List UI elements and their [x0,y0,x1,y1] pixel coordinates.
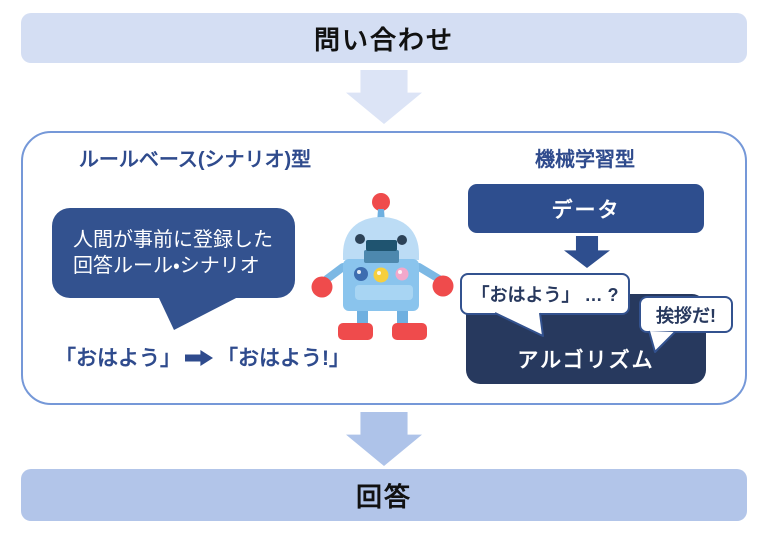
robot-right-eye [397,235,407,245]
robot-button-blue [354,267,368,281]
answer-banner: 回答 [21,469,747,521]
rule-based-bubble-tail [158,296,240,330]
rule-based-bubble-line1: 人間が事前に登録した [73,229,273,251]
question-bubble-label: 「おはよう」 … ? [471,285,619,305]
question-bubble-tail [494,312,544,337]
down-arrow-icon [346,412,422,466]
robot-button-yellow [373,267,389,283]
rule-example: 「おはよう」 「おはよう!」 [55,344,375,370]
algorithm-box-label: アルゴリズム [517,349,655,372]
data-box-label: データ [551,198,621,222]
robot-illustration [311,193,454,340]
machine-learning-heading: 機械学習型 [535,149,635,171]
rule-based-bubble: 人間が事前に登録した 回答ルール・シナリオ [52,208,295,298]
robot-right-leg [397,308,408,326]
robot-left-leg [357,308,368,326]
rule-example-input: 「おはよう」 [55,347,181,370]
robot-button-highlight [398,270,402,274]
rule-based-bubble-line2: 回答ルール・シナリオ [73,255,260,277]
robot-button-highlight [357,270,361,274]
inquiry-banner: 問い合わせ [21,13,747,63]
question-bubble: 「おはよう」 … ? [460,273,630,315]
rule-based-heading: ルールベース(シナリオ)型 [78,149,312,171]
data-box: データ [468,184,704,233]
robot-button-pink [395,267,409,281]
robot-right-foot [392,323,427,340]
right-arrow-icon [185,350,213,366]
robot-mouth-upper [366,240,397,251]
robot-right-arm [415,263,443,283]
answer-banner-label: 回答 [355,481,412,512]
robot-mouth-lower [364,250,399,263]
robot-button-highlight [377,271,381,275]
answer-bubble-label: 挨拶だ! [656,305,716,326]
robot-left-hand [311,276,333,298]
answer-bubble: 挨拶だ! [639,296,733,333]
robot-left-arm [323,263,347,283]
rule-example-output: 「おはよう!」 [217,347,350,370]
robot-left-eye [355,234,365,244]
robot-left-foot [338,323,373,340]
robot-head [343,217,419,260]
answer-bubble-tail [648,330,676,353]
robot-right-hand [432,275,454,297]
inquiry-banner-label: 問い合わせ [313,24,454,55]
down-arrow-icon [346,70,422,124]
robot-antenna-ball [372,193,390,211]
robot-panel [355,285,413,300]
